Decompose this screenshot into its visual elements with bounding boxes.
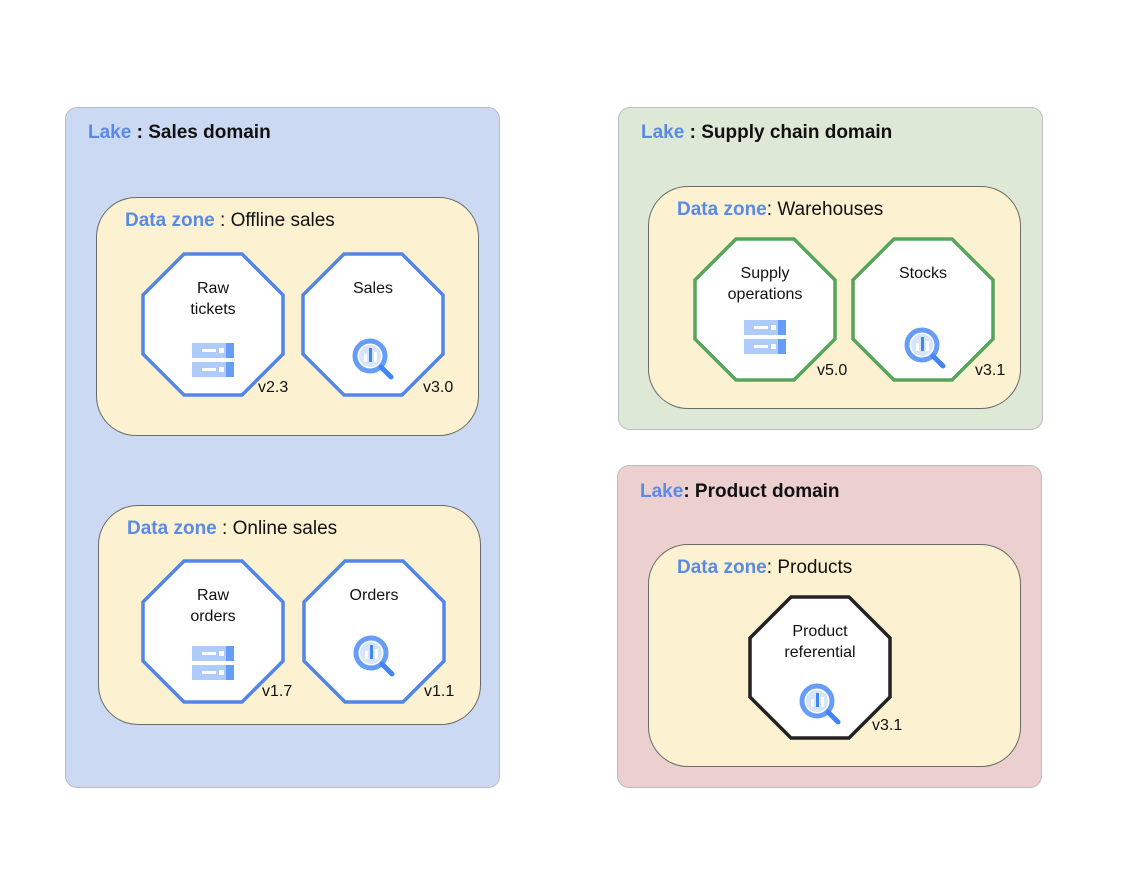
zone-keyword: Data zone xyxy=(677,199,767,220)
asset-label: Raw tickets xyxy=(190,280,236,318)
separator: : xyxy=(684,122,702,143)
zone-name: Offline sales xyxy=(230,210,335,231)
asset-supply-operations[interactable]: Supply operations xyxy=(693,237,837,382)
lake-keyword: Lake xyxy=(88,122,132,143)
version-label: v5.0 xyxy=(817,362,848,379)
separator: : xyxy=(766,199,778,220)
database-icon xyxy=(744,320,786,354)
zone-keyword: Data zone xyxy=(677,557,767,578)
separator: : xyxy=(683,481,695,502)
bigquery-icon xyxy=(352,338,396,382)
zone-name: Products xyxy=(777,557,853,578)
lake-name: Product domain xyxy=(694,481,840,502)
octagon-shape xyxy=(141,252,285,397)
octagon-shape xyxy=(141,559,285,704)
separator: : xyxy=(131,122,149,143)
zone-title: Data zone : Online sales xyxy=(127,518,337,540)
asset-label: Stocks xyxy=(898,265,947,282)
lake-keyword: Lake xyxy=(640,481,684,502)
zone-title: Data zone: Products xyxy=(677,557,852,579)
asset-label: Supply operations xyxy=(727,265,803,303)
asset-label: Orders xyxy=(349,587,399,604)
separator: : xyxy=(766,557,778,578)
zone-keyword: Data zone xyxy=(127,518,217,539)
lake-title: Lake : Sales domain xyxy=(88,122,271,144)
version-label: v3.1 xyxy=(872,717,903,734)
zone-name: Warehouses xyxy=(777,199,884,220)
zone-name: Online sales xyxy=(232,518,338,539)
asset-label: Product referential xyxy=(784,623,856,661)
database-icon xyxy=(192,646,234,680)
asset-stocks[interactable]: Stocks xyxy=(851,237,995,382)
lake-keyword: Lake xyxy=(641,122,685,143)
octagon-shape xyxy=(748,595,892,740)
zone-title: Data zone: Warehouses xyxy=(677,199,883,221)
version-label: v3.0 xyxy=(423,379,454,396)
asset-sales[interactable]: Sales xyxy=(301,252,445,397)
lake-title: Lake: Product domain xyxy=(640,481,840,503)
bigquery-icon xyxy=(353,635,397,679)
version-label: v2.3 xyxy=(258,379,289,396)
lake-title: Lake : Supply chain domain xyxy=(641,122,892,144)
lake-name: Sales domain xyxy=(148,122,271,143)
separator: : xyxy=(216,518,233,539)
version-label: v1.7 xyxy=(262,683,293,700)
asset-raw-orders[interactable]: Raw orders xyxy=(141,559,285,704)
bigquery-icon xyxy=(904,327,948,371)
octagon-shape xyxy=(301,252,445,397)
octagon-shape xyxy=(851,237,995,382)
asset-orders[interactable]: Orders xyxy=(302,559,446,704)
database-icon xyxy=(192,343,234,377)
version-label: v1.1 xyxy=(424,683,455,700)
asset-label: Sales xyxy=(352,280,394,297)
lake-name: Supply chain domain xyxy=(701,122,893,143)
asset-label: Raw orders xyxy=(190,587,236,625)
asset-product-referential[interactable]: Product referential xyxy=(748,595,892,740)
separator: : xyxy=(214,210,231,231)
zone-title: Data zone : Offline sales xyxy=(125,210,335,232)
octagon-shape xyxy=(302,559,446,704)
bigquery-icon xyxy=(799,683,843,727)
octagon-shape xyxy=(693,237,837,382)
version-label: v3.1 xyxy=(975,362,1006,379)
zone-keyword: Data zone xyxy=(125,210,215,231)
asset-raw-tickets[interactable]: Raw tickets xyxy=(141,252,285,397)
